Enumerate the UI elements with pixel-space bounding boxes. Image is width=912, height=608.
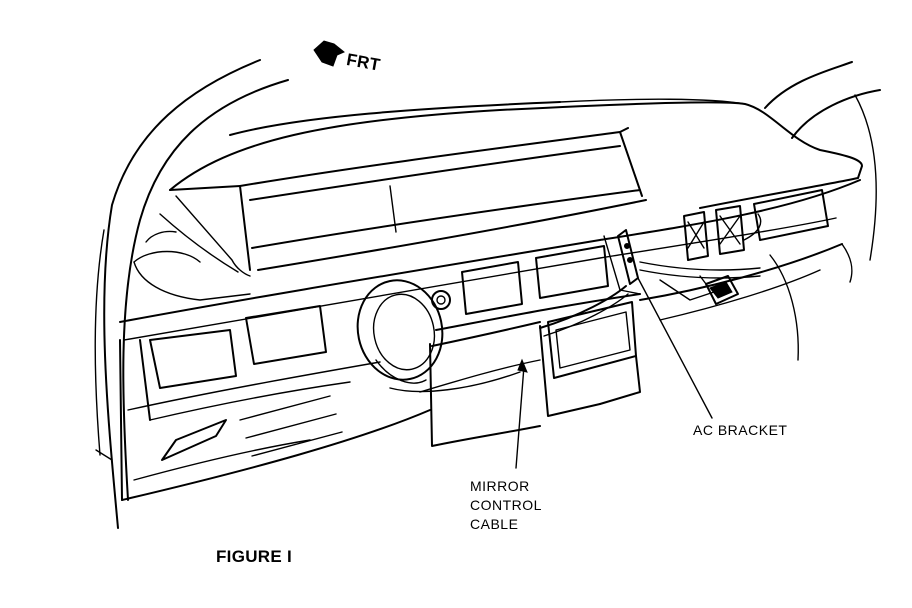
right-pillar [764, 61, 881, 361]
cluster-hood [159, 127, 647, 277]
right-lower-dash [639, 243, 853, 321]
ac-bracket-callout: AC BRACKET [693, 422, 788, 438]
mirror-control-cable [539, 285, 629, 337]
steering-column-opening [356, 279, 451, 384]
leader-lines [515, 277, 713, 469]
knee-bolster [389, 321, 541, 447]
connector [699, 275, 739, 305]
right-vents [683, 189, 829, 261]
mirror-cable-callout-line-1: MIRROR [470, 478, 530, 494]
dash-face [119, 339, 431, 501]
door-frame [94, 59, 289, 529]
left-bolster [133, 230, 251, 301]
mirror-cable-callout-line-2: CONTROL [470, 497, 542, 513]
center-radio-box [539, 301, 641, 417]
left-panels [149, 305, 343, 461]
front-arrow-icon [313, 40, 345, 67]
center-panels [435, 245, 641, 331]
mirror-cable-callout-line-3: CABLE [470, 516, 519, 532]
dash-pad [119, 98, 863, 341]
figure-caption: FIGURE I [216, 547, 293, 566]
